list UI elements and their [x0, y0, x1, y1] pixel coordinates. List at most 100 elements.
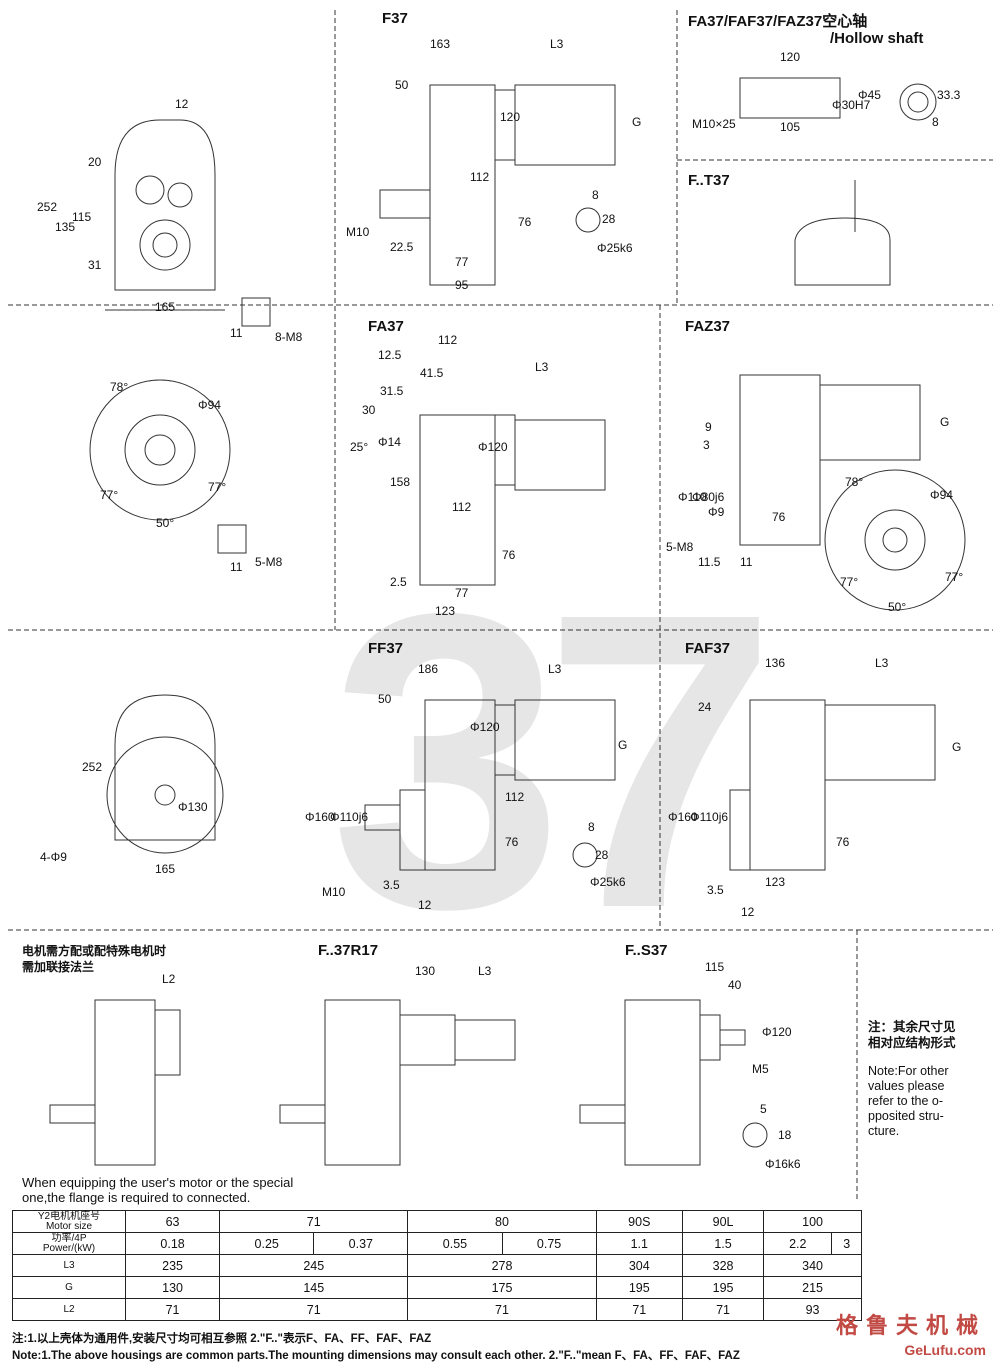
title-faf37: FAF37	[685, 640, 731, 657]
dim-label: 5-M8	[666, 540, 694, 554]
title-ft37: F..T37	[688, 172, 730, 189]
table-cell: 71	[219, 1298, 409, 1321]
table-cell: 90S	[595, 1210, 683, 1233]
dim-label: 9	[705, 420, 712, 434]
dim-label: 123	[435, 604, 456, 618]
dim-label: Φ25k6	[590, 875, 626, 889]
title-ff37: FF37	[368, 640, 404, 657]
dim-label: 112	[438, 333, 458, 347]
dim-label: 165	[155, 862, 176, 876]
table-cell: 100	[763, 1210, 862, 1233]
table-cell: 175	[407, 1276, 597, 1299]
dim-label: 12	[741, 905, 755, 919]
dim-label: 30	[362, 403, 376, 417]
dim-label: 135	[55, 220, 76, 234]
dim-label: 28	[602, 212, 616, 226]
dim-label: L3	[478, 964, 492, 978]
dim-label: 252	[37, 200, 58, 214]
dim-label: 12.5	[378, 348, 402, 362]
dim-label: Φ160	[305, 810, 335, 824]
side-note-en-3: refer to the o-	[868, 1094, 944, 1108]
table-cell: 195	[595, 1276, 683, 1299]
dim-label: 50°	[888, 600, 907, 614]
table-cell: 245	[219, 1254, 409, 1277]
dim-label: 77°	[945, 570, 964, 584]
dim-label: 78°	[110, 380, 129, 394]
custom-motor-note-cn: 电机需方配或配特殊电机时	[22, 944, 167, 958]
dim-label: 50	[395, 78, 409, 92]
table-cell: 328	[681, 1254, 765, 1277]
title-fs37: F..S37	[625, 942, 668, 959]
side-note-en-2: values please	[868, 1079, 945, 1093]
dim-label: Φ80j6	[692, 490, 725, 504]
custom-motor-note-en2: one,the flange is required to connected.	[22, 1190, 251, 1205]
dim-label: 105	[780, 120, 801, 134]
dim-label: 3	[703, 438, 710, 452]
table-cell: 3	[831, 1232, 862, 1255]
dim-label: Φ30H7	[832, 98, 871, 112]
dim-label: Φ130	[178, 800, 208, 814]
dim-label: 115	[72, 210, 92, 224]
dim-label: 77	[455, 255, 469, 269]
dim-label: 112	[470, 170, 490, 184]
dim-label: 76	[518, 215, 532, 229]
dim-label: 163	[430, 37, 451, 51]
title-fa37: FA37	[368, 318, 404, 335]
dim-label: 77°	[840, 575, 859, 589]
dim-label: 77°	[100, 488, 119, 502]
table-cell: 0.55	[407, 1232, 503, 1255]
dim-label: Φ120	[470, 720, 500, 734]
dim-label: L2	[162, 972, 176, 986]
title-hollow-shaft-en: /Hollow shaft	[830, 30, 924, 47]
table-header: L3	[12, 1254, 126, 1277]
dim-label: 112	[452, 500, 472, 514]
dim-label: 112	[505, 790, 525, 804]
dim-label: 3.5	[707, 883, 724, 897]
table-cell: 0.37	[313, 1232, 409, 1255]
side-note-en-1: Note:For other	[868, 1064, 949, 1078]
table-cell: 278	[407, 1254, 597, 1277]
dim-label: 136	[765, 656, 786, 670]
dim-label: 158	[390, 475, 411, 489]
dim-label: 76	[502, 548, 516, 562]
dim-label: 12	[418, 898, 432, 912]
dim-label: 8	[932, 115, 939, 129]
dim-label: Φ120	[762, 1025, 792, 1039]
dim-label: 20	[88, 155, 102, 169]
table-cell: 195	[681, 1276, 765, 1299]
dim-label: M10	[346, 225, 370, 239]
dim-label: Φ94	[930, 488, 953, 502]
dim-label: 120	[780, 50, 801, 64]
dim-label: 5-M8	[255, 555, 283, 569]
dim-label: L3	[535, 360, 549, 374]
side-note-cn: 注：其余尺寸见	[868, 1020, 956, 1034]
dim-label: 8-M8	[275, 330, 303, 344]
dim-label: 76	[772, 510, 786, 524]
table-row: L2 71 71 71 71 71 93	[12, 1298, 862, 1321]
table-cell: 340	[763, 1254, 862, 1277]
dim-label: 25°	[350, 440, 369, 454]
dim-label: 11	[230, 326, 243, 340]
dim-label: 252	[82, 760, 103, 774]
table-cell: 2.2	[763, 1232, 833, 1255]
dim-label: 78°	[845, 475, 864, 489]
dim-label: Φ110j6	[330, 810, 369, 824]
table-header: L2	[12, 1298, 126, 1321]
dim-label: 76	[505, 835, 519, 849]
dim-label: 11	[230, 560, 243, 574]
dim-label: M10	[322, 885, 346, 899]
table-cell: 0.18	[124, 1232, 221, 1255]
dim-label: 3.5	[383, 878, 400, 892]
dim-label: Φ25k6	[597, 241, 633, 255]
table-row: L3 235 245 278 304 328 340	[12, 1254, 862, 1277]
dim-label: 40	[728, 978, 742, 992]
dim-label: G	[632, 115, 642, 129]
title-fr17: F..37R17	[318, 942, 379, 959]
table-cell: 0.25	[219, 1232, 315, 1255]
dim-label: Φ94	[198, 398, 221, 412]
